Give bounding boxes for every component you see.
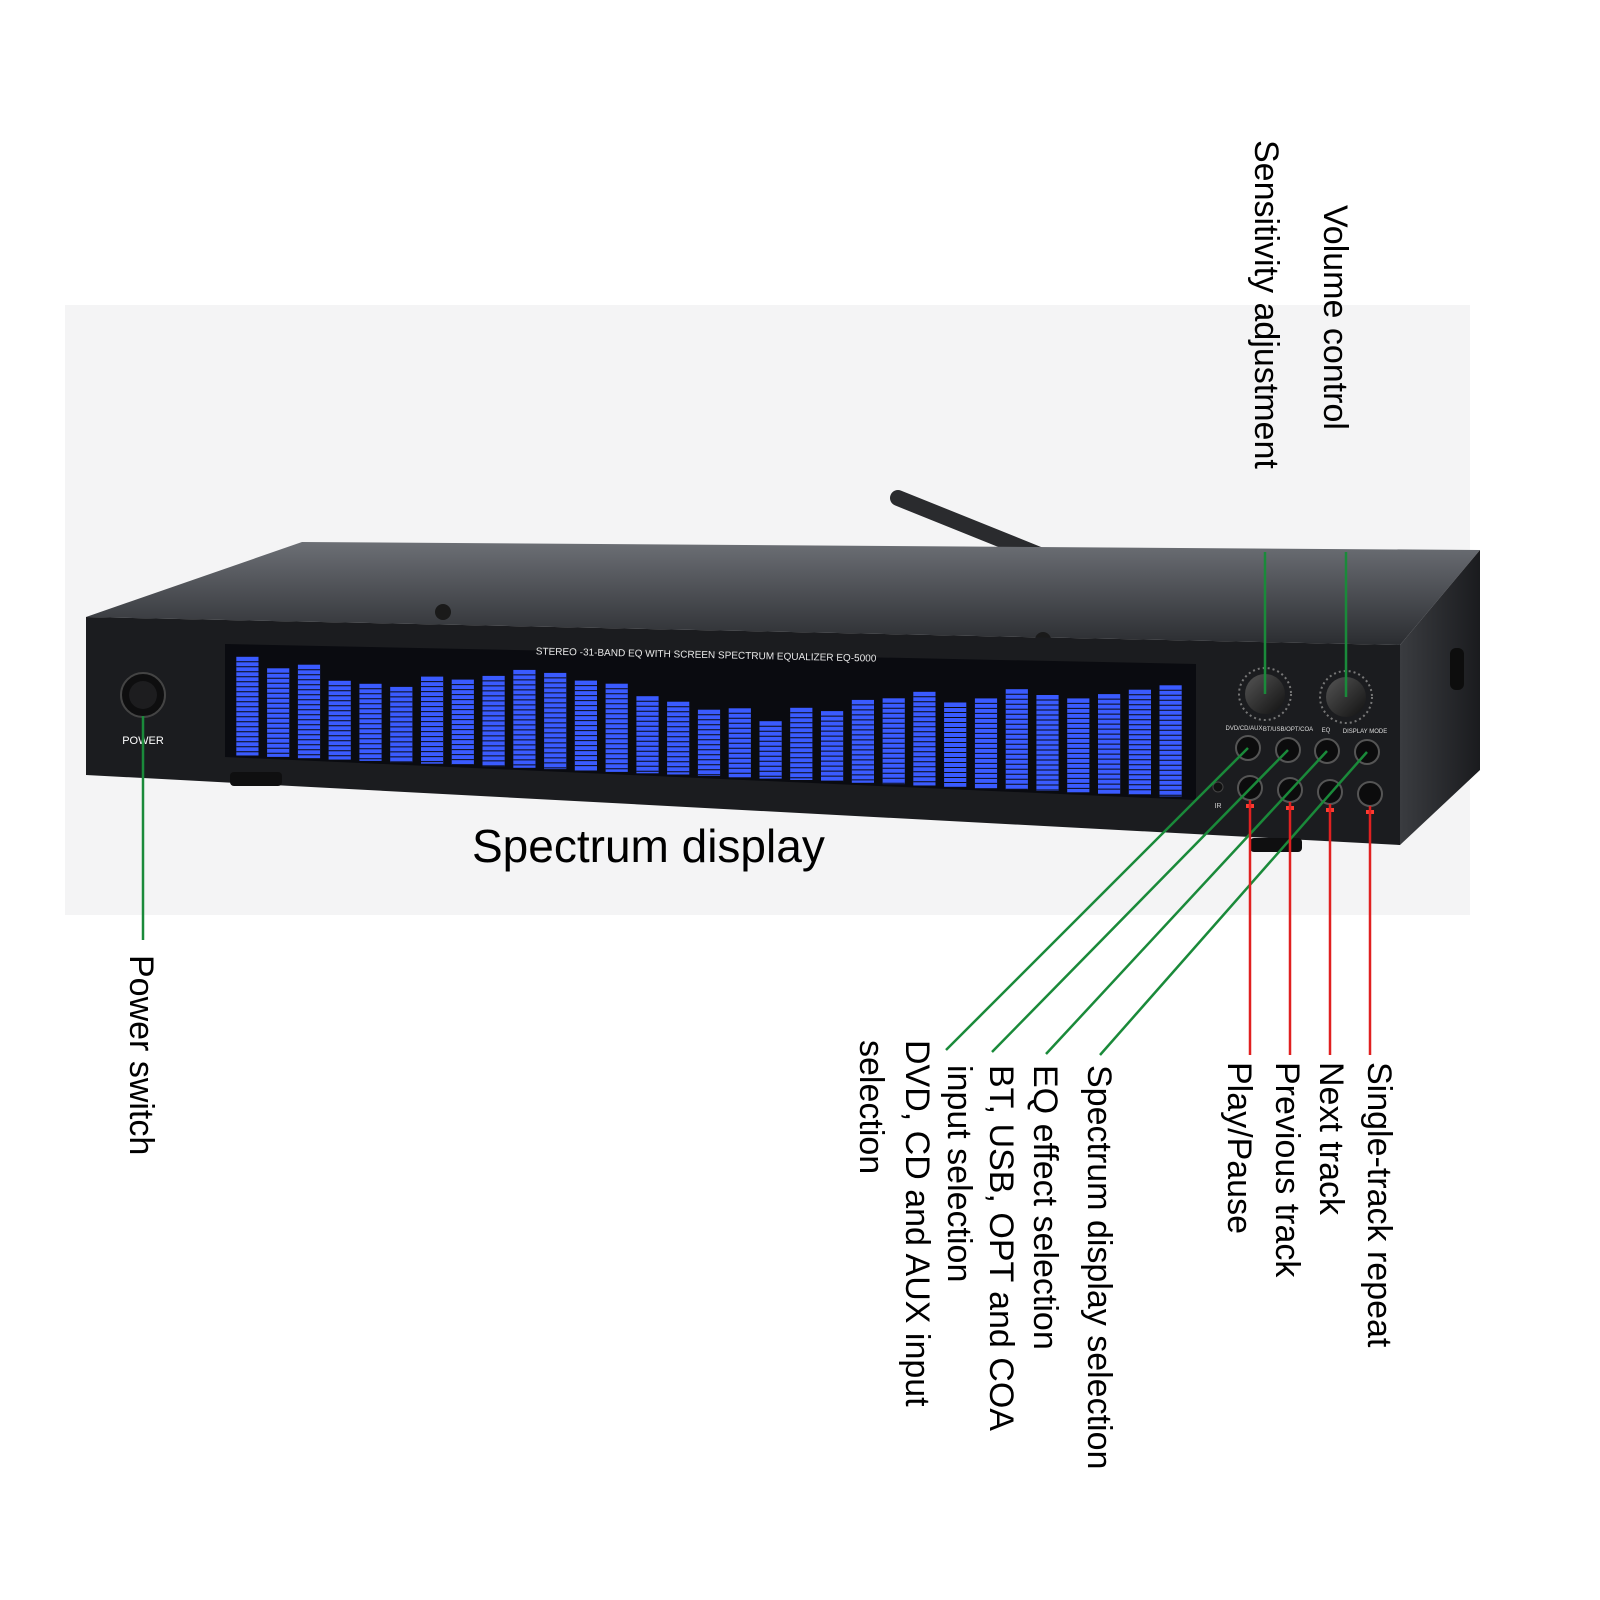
spectrum-bar	[605, 683, 628, 772]
spectrum-bar	[667, 701, 690, 775]
green-leaders	[141, 552, 1368, 1056]
eq-effect-label: EQ effect selection	[1026, 1065, 1064, 1350]
bt-input-label: BT, USB, OPT and COA	[982, 1065, 1020, 1431]
spectrum-bar	[1128, 689, 1151, 795]
spectrum-bar	[759, 721, 782, 779]
spectrum-selection-label: Spectrum display selection	[1080, 1065, 1118, 1469]
next-track-label: Next track	[1312, 1062, 1350, 1216]
bt-input-label-line2: input selection	[940, 1065, 978, 1282]
spectrum-bar	[359, 683, 382, 761]
spectrum-select-leader	[1099, 751, 1368, 1056]
spectrum-bar	[790, 707, 813, 780]
single-track-repeat-label: Single-track repeat	[1360, 1062, 1398, 1348]
dvd-input-label: DVD, CD and AUX input	[898, 1040, 936, 1407]
spectrum-bar	[328, 680, 351, 760]
spectrum-bar	[297, 664, 321, 759]
foot	[230, 772, 282, 786]
spectrum-bar	[851, 699, 874, 783]
top-screw	[435, 604, 451, 620]
spectrum-bar	[421, 676, 444, 764]
spectrum-bar	[544, 672, 567, 770]
previous-track-label: Previous track	[1268, 1062, 1306, 1278]
knob-label-bt: BT/USB/OPT/COA	[1263, 727, 1313, 733]
spectrum-bar	[390, 686, 413, 763]
knob-label-eq: EQ	[1322, 728, 1331, 734]
ir-sensor	[1212, 781, 1224, 793]
spectrum-screen	[225, 644, 1196, 800]
spectrum-bar	[636, 696, 659, 774]
side-vent	[1450, 648, 1464, 690]
bt-leader	[991, 749, 1289, 1053]
chassis-side	[1400, 550, 1480, 845]
volume-control-label: Volume control	[1316, 205, 1354, 430]
eq-leader	[1045, 750, 1328, 1055]
play-pause-label: Play/Pause	[1220, 1062, 1258, 1234]
dvd-input-label-line2: selection	[852, 1040, 890, 1174]
spectrum-bar	[267, 668, 290, 757]
knob-label-display: DISPLAY MODE	[1343, 729, 1387, 735]
spectrum-bar	[882, 698, 905, 785]
repeat-button[interactable]	[1357, 781, 1383, 807]
power-button[interactable]	[120, 672, 166, 718]
sensitivity-adjustment-label: Sensitivity adjustment	[1247, 140, 1285, 469]
red-leaders	[1248, 800, 1372, 1055]
spectrum-display-label: Spectrum display	[472, 820, 825, 872]
power-switch-label: Power switch	[122, 955, 160, 1155]
spectrum-bar	[1036, 695, 1059, 791]
spectrum-bar	[944, 702, 967, 787]
spectrum-bar	[451, 679, 474, 765]
ir-label: IR	[1215, 803, 1222, 810]
knob-label-dvd: DVD/CD/AUX	[1225, 726, 1262, 732]
foot	[1250, 838, 1302, 852]
chassis-top	[86, 542, 1480, 645]
spectrum-bar	[1159, 685, 1182, 797]
spectrum-bars	[236, 656, 1182, 797]
dvd-leader	[945, 747, 1249, 1051]
spectrum-bar	[513, 669, 536, 768]
